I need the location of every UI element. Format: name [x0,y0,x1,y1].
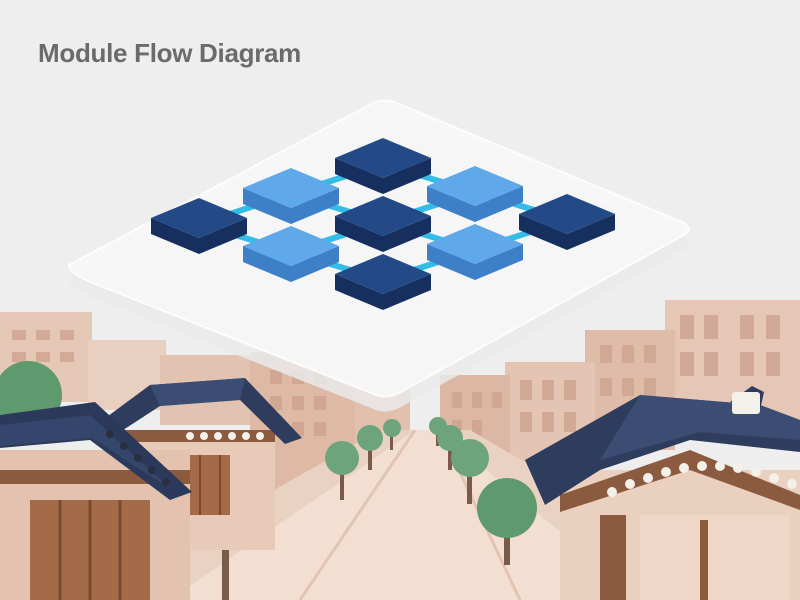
module-side [335,216,431,252]
hanok-right [525,386,800,600]
module-top [151,198,247,238]
building-windows [12,315,780,436]
hanok-left [0,378,302,600]
module-top [335,254,431,294]
module-top [427,166,523,206]
module-side [427,244,523,280]
module-side [519,214,615,250]
module-side [243,188,339,224]
page-title: Module Flow Diagram [38,38,301,68]
tree-icon [383,419,401,450]
module-top [243,168,339,208]
module-side [427,186,523,222]
module-side [151,218,247,254]
module-tile[interactable] [151,198,247,254]
module-tile[interactable] [335,254,431,310]
module-top [335,138,431,178]
diagram-modules [151,138,615,310]
module-tile[interactable] [519,194,615,250]
module-tile[interactable] [427,224,523,280]
module-tile[interactable] [335,196,431,252]
tree-icon [325,441,359,500]
tree-icon [437,425,463,470]
module-tile[interactable] [243,168,339,224]
module-tile[interactable] [427,166,523,222]
module-tile[interactable] [335,138,431,194]
module-side [335,274,431,310]
tree-icon [357,425,383,470]
tree-icon [451,439,489,504]
module-top [335,196,431,236]
module-tile[interactable] [243,226,339,282]
module-top [243,226,339,266]
module-top [519,194,615,234]
module-side [243,246,339,282]
tree-icon [477,478,537,565]
module-top [427,224,523,264]
module-side [335,158,431,194]
